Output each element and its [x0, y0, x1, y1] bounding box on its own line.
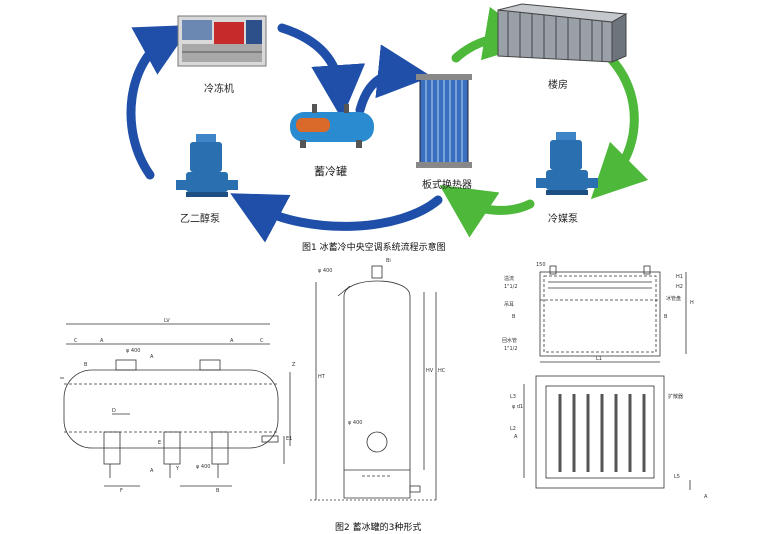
section-mark-bottom: A — [150, 468, 154, 474]
storage-tank-illustration — [290, 104, 374, 148]
arrow-exchanger-to-glycol-pump — [230, 193, 443, 243]
coolant-pump-illustration — [536, 132, 598, 195]
glycol-loop-arrows — [126, 23, 443, 243]
label-building: 楼房 — [548, 80, 568, 91]
rect-dim-l3: L3 — [510, 394, 516, 400]
rect-mark-b-left: B — [512, 314, 516, 320]
dim-b-left: B — [84, 362, 88, 368]
dim-b-bottom: B — [216, 488, 220, 494]
rect-dim-l1: L1 — [596, 356, 602, 362]
arrow-chiller-to-tank — [277, 23, 366, 119]
arrow-building-to-coolant-pump — [590, 55, 649, 200]
dim-v-diameter-top: φ 400 — [318, 268, 332, 274]
arrow-tank-to-exchanger — [355, 44, 432, 115]
rect-dim-l5: L5 — [674, 474, 680, 480]
dim-c-right: C — [260, 338, 264, 344]
rect-label-overflow: 溢流 — [504, 275, 514, 282]
rect-tank-elevation — [539, 265, 687, 363]
dim-diameter-top: φ 400 — [126, 348, 140, 354]
rect-mark-a-left: A — [514, 434, 518, 440]
dim-a-right: A — [230, 338, 234, 344]
rect-dim-h: H — [690, 300, 694, 306]
glycol-pump-illustration — [176, 134, 238, 197]
rect-dim-h1: H1 — [676, 274, 683, 280]
rect-dim-l2: L2 — [510, 426, 516, 432]
rect-label-lug: 吊耳 — [504, 302, 514, 308]
dim-a-left: A — [100, 338, 104, 344]
rect-label-diffuser: 扩散器 — [668, 393, 683, 400]
arrow-coolant-pump-to-exchanger — [439, 185, 535, 238]
dim-e: E — [158, 440, 161, 446]
rect-label-coil: 冰管盘 — [666, 295, 681, 302]
dim-hc: HC — [438, 368, 446, 374]
rect-dim-d1: φ d1 — [512, 404, 523, 410]
dim-diameter-bottom: φ 400 — [196, 464, 210, 470]
rect-dim-h2: H2 — [676, 284, 683, 290]
plate-exchanger-illustration — [416, 74, 472, 168]
section-mark-top: A — [150, 354, 154, 360]
chiller-illustration — [177, 15, 267, 67]
dim-bi: Bi — [386, 258, 391, 264]
figure2-caption: 图2 蓄冰罐的3种形式 — [335, 523, 422, 533]
dim-e1: E1 — [286, 436, 292, 442]
dim-c-left: C — [74, 338, 78, 344]
label-storage-tank: 蓄冷罐 — [314, 165, 347, 178]
arrow-glycol-pump-to-chiller — [126, 24, 192, 180]
rect-tank-plan — [523, 375, 691, 490]
rect-mark-a-right: A — [704, 494, 708, 500]
label-plate-exchanger: 板式换热器 — [422, 180, 472, 191]
dim-v-diameter-mid: φ 400 — [348, 420, 362, 426]
rect-label-return: 回水管 — [502, 337, 517, 344]
building-illustration — [497, 3, 628, 63]
dim-hv: HV — [426, 368, 434, 374]
rect-dim-top: 150 — [536, 262, 546, 268]
dim-ht: HT — [318, 374, 326, 380]
rect-label-size-1: 1"1/2 — [504, 284, 518, 290]
dim-y: Y — [175, 466, 180, 472]
label-coolant-pump: 冷媒泵 — [548, 214, 578, 225]
dim-z: Z — [292, 362, 296, 368]
label-chiller: 冷冻机 — [204, 84, 234, 95]
dim-d: D — [112, 408, 116, 414]
horizontal-tank-drawing — [60, 323, 291, 487]
rect-mark-b-right: B — [664, 314, 668, 320]
rect-label-size-2: 1"1/2 — [504, 346, 518, 352]
dim-lv: LV — [164, 318, 170, 324]
figure1-caption: 图1 冰蓄冷中央空调系统流程示意图 — [302, 243, 446, 253]
label-glycol-pump: 乙二醇泵 — [180, 214, 220, 225]
dim-f: F — [120, 488, 123, 494]
vertical-tank-drawing — [310, 265, 437, 501]
